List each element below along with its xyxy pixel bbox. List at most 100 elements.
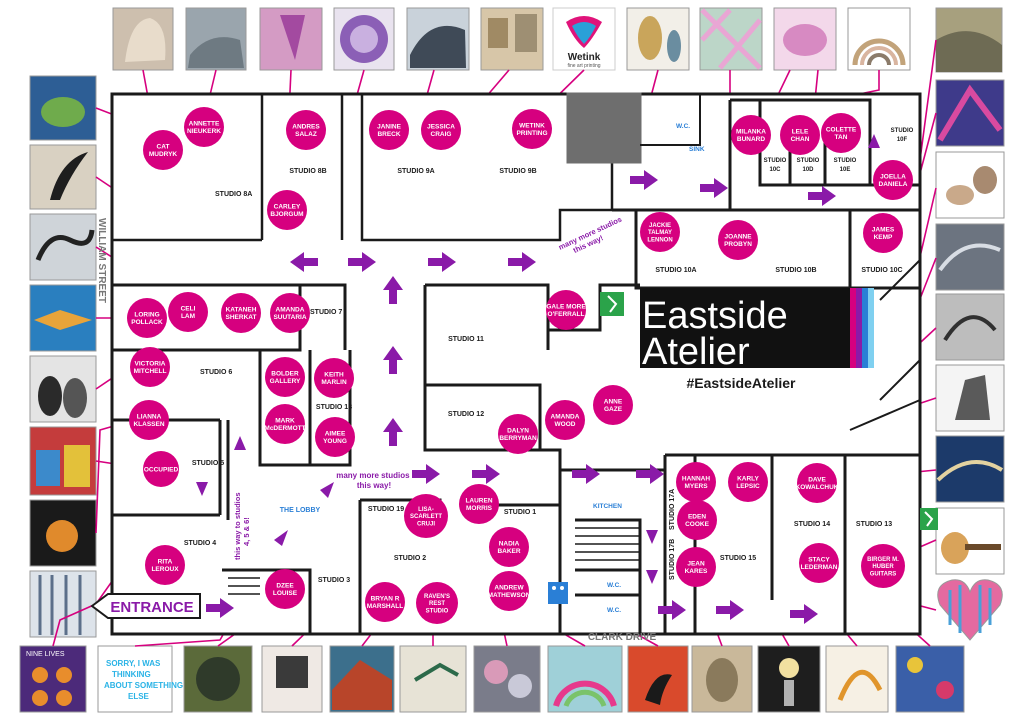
artist-marker-circle: [498, 414, 538, 454]
studio-label: STUDIO 8A: [215, 191, 252, 198]
entrance-label: ENTRANCE: [110, 599, 193, 616]
artwork-thumb[interactable]: [473, 645, 541, 713]
artist-marker-circle: [168, 292, 208, 332]
artwork-thumb[interactable]: [757, 645, 821, 713]
artwork-thumb[interactable]: [399, 645, 467, 713]
artwork-thumbnails: Wetink fine art printing NINE LIVES: [19, 7, 1005, 713]
artist-marker-circle: [315, 417, 355, 457]
artist-marker-circle: [127, 298, 167, 338]
artwork-thumb[interactable]: [825, 645, 889, 713]
page-title-line2: Atelier: [642, 331, 750, 373]
studio-label: STUDIO 9A: [397, 168, 434, 175]
artwork-thumb[interactable]: [935, 151, 1005, 219]
artwork-thumb[interactable]: [935, 435, 1005, 503]
artist-marker-circle: [267, 190, 307, 230]
artist-marker-circle: [265, 569, 305, 609]
artist-marker-circle: [221, 293, 261, 333]
artist-marker-circle: [545, 400, 585, 440]
kitchen-label: KITCHEN: [593, 503, 622, 510]
page-title-line1: Eastside: [642, 295, 788, 337]
artist-marker-circle: [145, 545, 185, 585]
wc-label: W.C.: [607, 582, 621, 589]
artist-marker-circle: [265, 357, 305, 397]
studio-label: STUDIO 10C: [861, 267, 902, 274]
artist-marker-circle: [728, 462, 768, 502]
entrance-sign[interactable]: [90, 593, 201, 619]
artwork-thumb[interactable]: [935, 223, 1005, 291]
studio-label: STUDIO 15: [720, 555, 756, 562]
artwork-thumb[interactable]: [29, 213, 97, 281]
studio-label: STUDIO 18: [316, 404, 352, 411]
sink-label: SINK: [689, 146, 705, 153]
artwork-thumb[interactable]: [97, 645, 173, 713]
artwork-thumb[interactable]: [19, 645, 87, 713]
artist-marker-occupied[interactable]: OCCUPIED: [143, 451, 179, 487]
artist-marker-circle: [489, 571, 529, 611]
studio-label: STUDIO 13: [856, 521, 892, 528]
studio-label: STUDIO 9B: [499, 168, 536, 175]
artwork-thumb[interactable]: [895, 645, 965, 713]
artwork-thumb-heart[interactable]: [937, 579, 1003, 641]
studio-label: STUDIO 4: [184, 540, 216, 547]
artist-marker-circle: [797, 463, 837, 503]
studio-label: STUDIO 5: [192, 460, 224, 467]
